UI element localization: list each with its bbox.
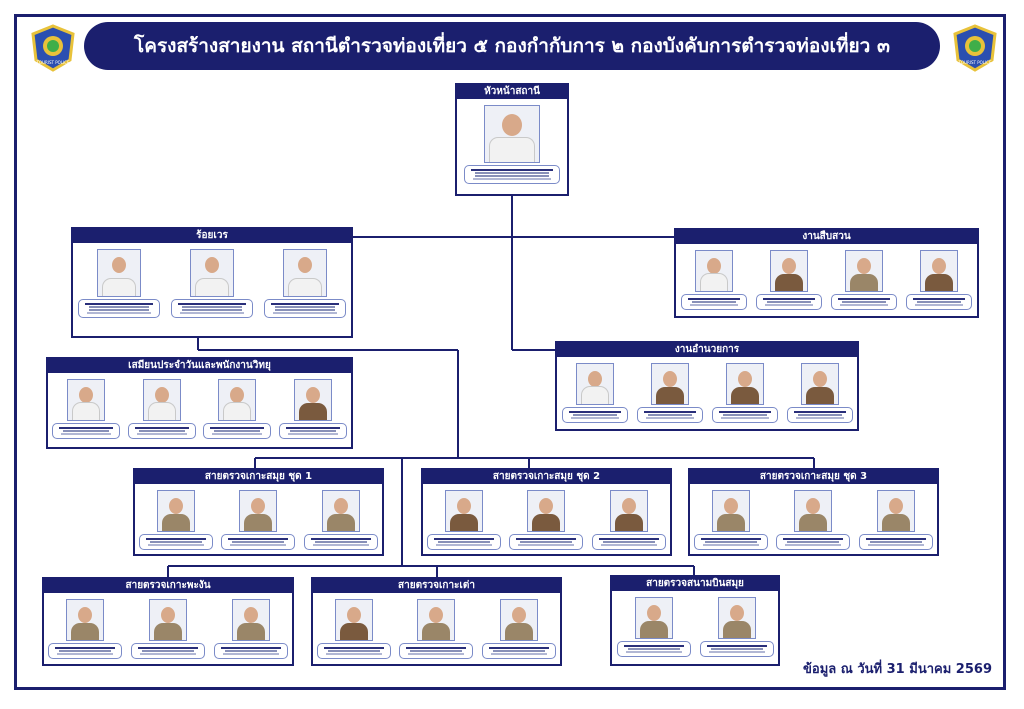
officer-card (210, 599, 292, 659)
officer-card (632, 363, 707, 423)
officer-photo-icon (499, 599, 538, 641)
officer-photo-icon (712, 490, 751, 532)
officer-photo-icon (794, 490, 833, 532)
officer-card (464, 105, 560, 184)
officer-photo-icon (769, 250, 808, 292)
group-samui-airport-patrol: สายตรวจสนามบินสมุย (610, 575, 780, 666)
officer-photo-icon (321, 490, 360, 532)
group-title: สายตรวจเกาะเต่า (313, 579, 560, 593)
officer-card (395, 599, 477, 659)
officer-card (48, 379, 124, 439)
officer-card (313, 599, 395, 659)
group-samui-patrol-2: สายตรวจเกาะสมุย ชุด 2 (421, 468, 672, 556)
officer-photo-icon (282, 249, 327, 297)
group-station-head: หัวหน้าสถานี (455, 83, 569, 196)
group-title: ร้อยเวร (73, 229, 351, 243)
officer-card (275, 379, 351, 439)
officer-photo-icon (97, 249, 142, 297)
tourist-police-badge-icon: TOURIST POLICE (31, 24, 75, 72)
officer-photo-icon (239, 490, 278, 532)
officer-photo-icon (148, 599, 187, 641)
group-title: สายตรวจเกาะสมุย ชุด 2 (423, 470, 670, 484)
officer-photo-icon (609, 490, 648, 532)
group-title: สายตรวจเกาะพะงัน (44, 579, 292, 593)
officer-card (44, 599, 126, 659)
group-tao-patrol: สายตรวจเกาะเต่า (311, 577, 562, 666)
page-title: โครงสร้างสายงาน สถานีตำรวจท่องเที่ยว ๕ ก… (84, 22, 940, 70)
officer-photo-icon (445, 490, 484, 532)
officer-photo-icon (650, 363, 689, 405)
group-clerks-radio: เสมียนประจำวันและพนักงานวิทยุ (46, 357, 353, 449)
svg-text:TOURIST POLICE: TOURIST POLICE (957, 60, 991, 65)
officer-photo-icon (717, 597, 756, 639)
officer-card (170, 249, 253, 318)
officer-card (78, 249, 161, 318)
officer-photo-icon (66, 379, 105, 421)
officer-card (855, 490, 937, 550)
group-investigation: งานสืบสวน (674, 228, 979, 318)
group-phangan-patrol: สายตรวจเกาะพะงัน (42, 577, 294, 666)
group-duty-officers: ร้อยเวร (71, 227, 353, 338)
officer-photo-icon (694, 250, 733, 292)
group-title: เสมียนประจำวันและพนักงานวิทยุ (48, 359, 351, 373)
officer-card (557, 363, 632, 423)
svg-text:TOURIST POLICE: TOURIST POLICE (35, 60, 69, 65)
officer-card (588, 490, 670, 550)
officer-card (135, 490, 217, 550)
officer-photo-icon (845, 250, 884, 292)
officer-photo-icon (575, 363, 614, 405)
officer-photo-icon (484, 105, 540, 163)
officer-photo-icon (876, 490, 915, 532)
officer-photo-icon (800, 363, 839, 405)
officer-photo-icon (335, 599, 374, 641)
group-title: งานสืบสวน (676, 230, 977, 244)
officer-card (782, 363, 857, 423)
data-date-note: ข้อมูล ณ วันที่ 31 มีนาคม 2569 (803, 662, 992, 677)
officer-card (127, 599, 209, 659)
officer-photo-icon (920, 250, 959, 292)
officer-card (827, 250, 902, 310)
officer-card (676, 250, 751, 310)
officer-photo-icon (417, 599, 456, 641)
officer-card (772, 490, 854, 550)
officer-photo-icon (725, 363, 764, 405)
officer-photo-icon (66, 599, 105, 641)
group-samui-patrol-1: สายตรวจเกาะสมุย ชุด 1 (133, 468, 384, 556)
officer-photo-icon (527, 490, 566, 532)
officer-photo-icon (157, 490, 196, 532)
officer-card (613, 597, 695, 657)
officer-card (217, 490, 299, 550)
officer-photo-icon (634, 597, 673, 639)
group-title: หัวหน้าสถานี (457, 85, 567, 99)
officer-card (263, 249, 346, 318)
tourist-police-badge-icon: TOURIST POLICE (953, 24, 997, 72)
page-frame (14, 14, 1006, 690)
officer-photo-icon (142, 379, 181, 421)
officer-photo-icon (189, 249, 234, 297)
officer-photo-icon (294, 379, 333, 421)
group-samui-patrol-3: สายตรวจเกาะสมุย ชุด 3 (688, 468, 939, 556)
officer-card (505, 490, 587, 550)
officer-card (423, 490, 505, 550)
officer-card (478, 599, 560, 659)
officer-card (300, 490, 382, 550)
officer-card (124, 379, 200, 439)
officer-photo-icon (218, 379, 257, 421)
group-title: สายตรวจเกาะสมุย ชุด 1 (135, 470, 382, 484)
officer-card (751, 250, 826, 310)
officer-card (902, 250, 977, 310)
group-title: สายตรวจเกาะสมุย ชุด 3 (690, 470, 937, 484)
group-administration: งานอำนวยการ (555, 341, 859, 431)
officer-card (707, 363, 782, 423)
officer-card (696, 597, 778, 657)
officer-card (200, 379, 276, 439)
group-title: งานอำนวยการ (557, 343, 857, 357)
officer-card (690, 490, 772, 550)
officer-photo-icon (231, 599, 270, 641)
group-title: สายตรวจสนามบินสมุย (612, 577, 778, 591)
